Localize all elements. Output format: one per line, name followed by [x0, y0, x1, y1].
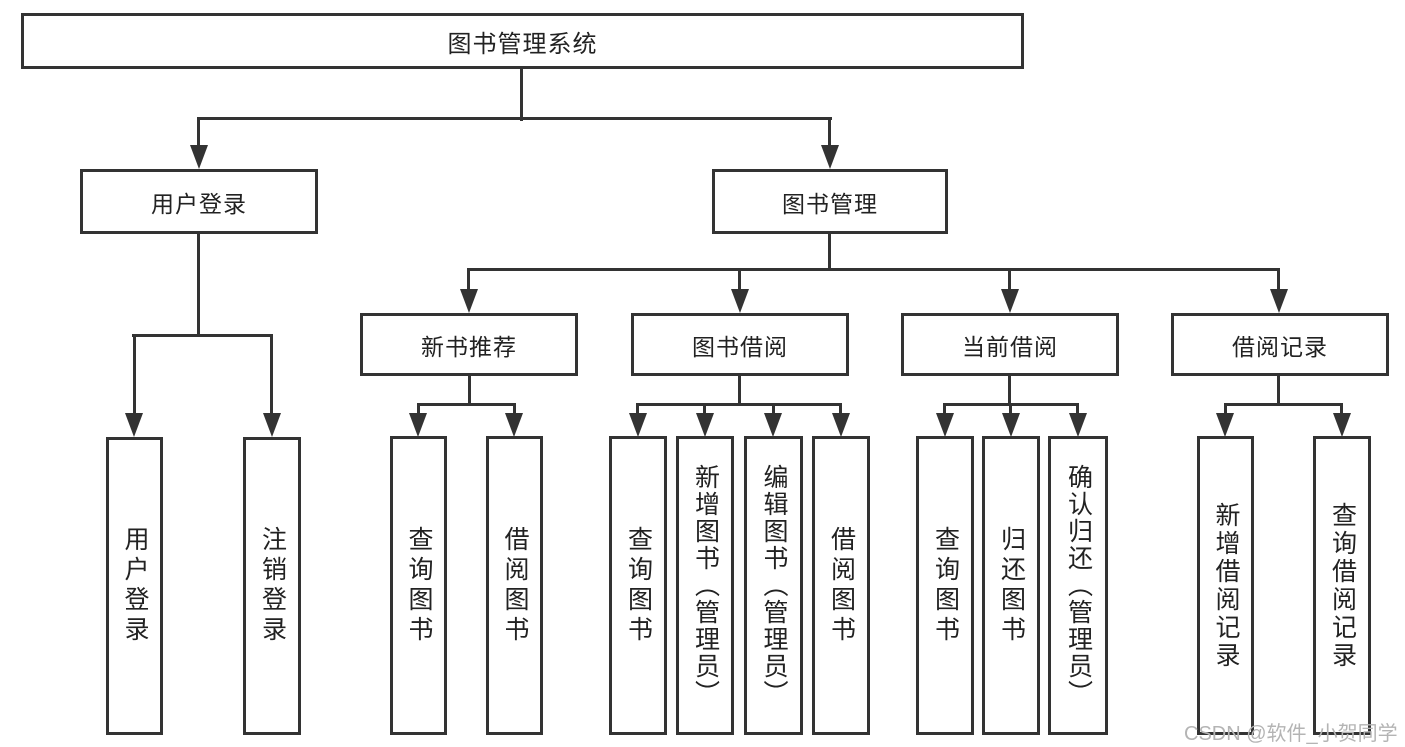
- node-label: 图书管理: [782, 190, 878, 217]
- leaf-query-books-current: 查询图书: [916, 436, 974, 735]
- leaf-confirm-return-admin: 确认归还（管理员）: [1048, 436, 1108, 735]
- node-label: 新增图书（管理员）: [691, 464, 720, 707]
- leaf-query-borrow-record: 查询借阅记录: [1313, 436, 1371, 735]
- connector-line: [197, 117, 832, 120]
- leaf-user-login: 用户登录: [106, 437, 163, 735]
- arrowhead-down-icon: [1069, 413, 1087, 437]
- arrowhead-down-icon: [764, 413, 782, 437]
- leaf-query-books-recommend: 查询图书: [390, 436, 447, 735]
- node-label: 查询图书: [931, 525, 960, 646]
- connector-line: [468, 376, 471, 406]
- connector-line: [636, 403, 639, 413]
- node-label: 归还图书: [997, 525, 1026, 646]
- node-label: 查询借阅记录: [1328, 501, 1357, 670]
- connector-line: [1076, 403, 1079, 413]
- arrowhead-down-icon: [505, 413, 523, 437]
- connector-line: [133, 334, 136, 413]
- node-user-login-branch: 用户登录: [80, 169, 318, 234]
- leaf-logout: 注销登录: [243, 437, 301, 735]
- connector-line: [703, 403, 706, 413]
- connector-line: [197, 117, 200, 145]
- connector-line: [417, 403, 516, 406]
- connector-line: [1009, 403, 1012, 413]
- arrowhead-down-icon: [629, 413, 647, 437]
- leaf-add-borrow-record: 新增借阅记录: [1197, 436, 1254, 735]
- node-book-management-branch: 图书管理: [712, 169, 948, 234]
- node-label: 借阅图书: [501, 525, 529, 646]
- node-current-borrowing: 当前借阅: [901, 313, 1119, 376]
- node-borrowing-records: 借阅记录: [1171, 313, 1389, 376]
- leaf-edit-book-admin: 编辑图书（管理员）: [744, 436, 803, 735]
- node-label: 新增借阅记录: [1212, 501, 1240, 670]
- node-label: 图书管理系统: [447, 30, 598, 58]
- node-label: 确认归还（管理员）: [1064, 464, 1093, 707]
- connector-line: [1277, 376, 1280, 406]
- arrowhead-down-icon: [821, 145, 839, 169]
- csdn-watermark: CSDN @软件_小贺同学: [1184, 723, 1398, 745]
- leaf-query-books-borrowing: 查询图书: [609, 436, 667, 735]
- leaf-return-book: 归还图书: [982, 436, 1040, 735]
- node-label: 当前借阅: [962, 333, 1058, 360]
- node-label: 查询图书: [405, 525, 433, 646]
- arrowhead-down-icon: [731, 289, 749, 313]
- node-new-book-recommendation: 新书推荐: [360, 313, 578, 376]
- connector-line: [1340, 403, 1343, 413]
- connector-line: [270, 334, 273, 413]
- arrowhead-down-icon: [1333, 413, 1351, 437]
- connector-line: [513, 403, 516, 413]
- connector-line: [839, 403, 842, 413]
- node-label: 用户登录: [151, 190, 247, 217]
- node-label: 图书借阅: [692, 333, 788, 360]
- node-label: 借阅图书: [827, 525, 856, 646]
- arrowhead-down-icon: [263, 413, 281, 437]
- node-label: 编辑图书（管理员）: [760, 464, 788, 707]
- connector-line: [1224, 403, 1343, 406]
- arrowhead-down-icon: [190, 145, 208, 169]
- connector-line: [738, 268, 741, 290]
- connector-line: [738, 376, 741, 406]
- node-label: 新书推荐: [421, 333, 517, 360]
- connector-line: [1008, 376, 1011, 406]
- connector-line: [520, 68, 523, 121]
- arrowhead-down-icon: [125, 413, 143, 437]
- node-label: 借阅记录: [1232, 333, 1328, 360]
- arrowhead-down-icon: [832, 413, 850, 437]
- connector-line: [197, 234, 200, 337]
- arrowhead-down-icon: [1216, 413, 1234, 437]
- arrowhead-down-icon: [696, 413, 714, 437]
- connector-line: [636, 403, 842, 406]
- connector-line: [417, 403, 420, 413]
- arrowhead-down-icon: [409, 413, 427, 437]
- leaf-borrow-books-borrowing: 借阅图书: [812, 436, 870, 735]
- arrowhead-down-icon: [1001, 289, 1019, 313]
- node-label: 注销登录: [258, 526, 287, 646]
- leaf-add-book-admin: 新增图书（管理员）: [676, 436, 734, 735]
- arrowhead-down-icon: [936, 413, 954, 437]
- arrowhead-down-icon: [1002, 413, 1020, 437]
- arrowhead-down-icon: [460, 289, 478, 313]
- node-book-borrowing: 图书借阅: [631, 313, 849, 376]
- connector-line: [132, 334, 273, 337]
- leaf-borrow-books-recommend: 借阅图书: [486, 436, 543, 735]
- node-label: 查询图书: [624, 525, 653, 646]
- connector-line: [943, 403, 946, 413]
- connector-line: [828, 117, 831, 145]
- arrowhead-down-icon: [1270, 289, 1288, 313]
- connector-line: [1277, 268, 1280, 290]
- node-library-management-system: 图书管理系统: [21, 13, 1024, 69]
- connector-line: [772, 403, 775, 413]
- connector-line: [1224, 403, 1227, 413]
- connector-line: [467, 268, 470, 290]
- connector-line: [828, 234, 831, 271]
- connector-line: [467, 268, 1280, 271]
- connector-line: [1008, 268, 1011, 290]
- node-label: 用户登录: [121, 526, 149, 646]
